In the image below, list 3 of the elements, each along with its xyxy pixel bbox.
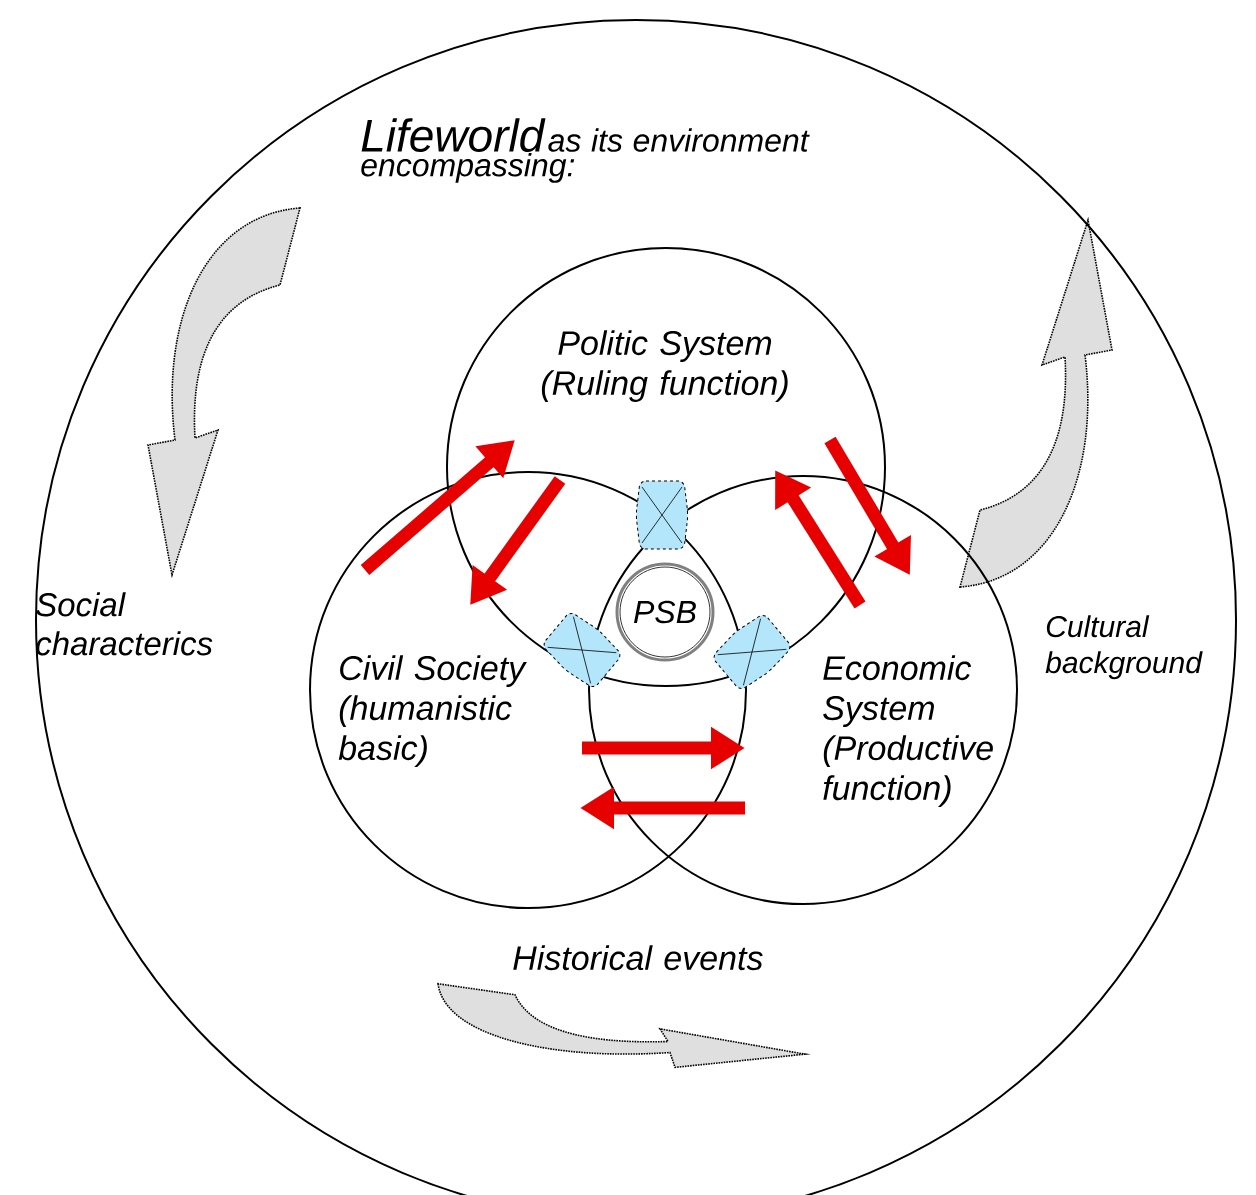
- region-label: Social characterics: [36, 592, 213, 656]
- region-label: Historical events: [513, 945, 763, 971]
- region-label: Cultural background: [1045, 615, 1203, 680]
